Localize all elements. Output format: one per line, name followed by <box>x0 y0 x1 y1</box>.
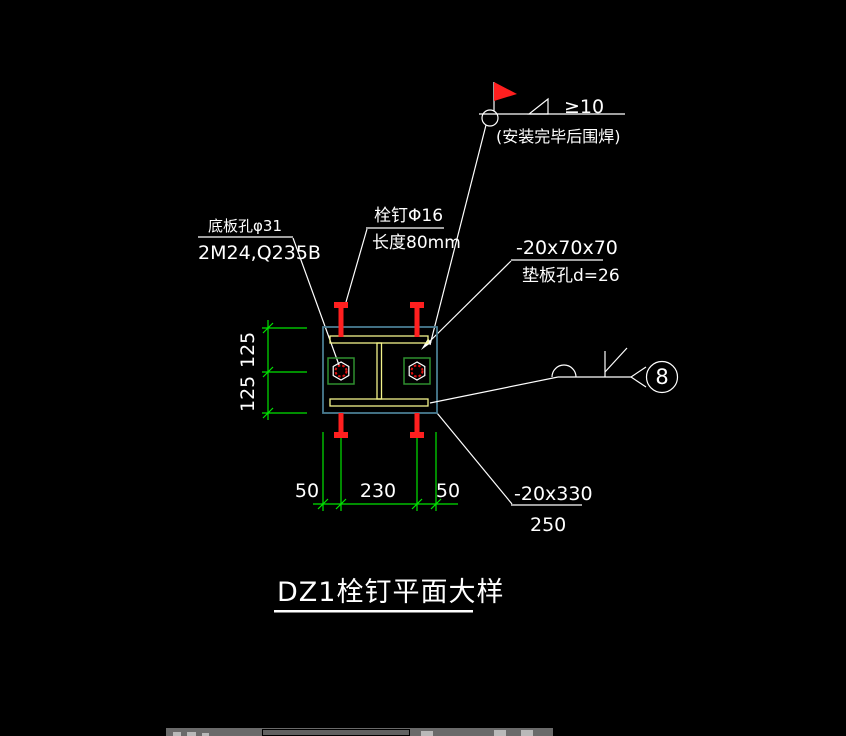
dim-value-125-top: 125 <box>237 332 259 368</box>
callout-leader-line <box>436 412 513 505</box>
dim-tick-icon <box>262 322 274 334</box>
washer-plate-right <box>403 357 431 385</box>
column-web <box>376 342 383 400</box>
dim-tick-icon <box>262 407 274 419</box>
plate-assembly <box>322 302 438 438</box>
taskbar-button[interactable] <box>521 730 533 736</box>
open-arrowhead-icon <box>629 366 647 388</box>
callout-base-plate-hole: 底板孔φ31 2M24,Q235B <box>198 217 340 366</box>
taskbar-button[interactable] <box>187 732 196 736</box>
anchor-nut-left-icon <box>332 361 350 381</box>
taskbar-button[interactable] <box>421 731 433 736</box>
end-plate-size-label: -20x330 <box>514 483 593 505</box>
stud-length-label: 长度80mm <box>372 233 461 253</box>
base-plate-hole-label: 底板孔φ31 <box>208 217 282 235</box>
callout-leader-line <box>424 260 512 347</box>
stud-label: 栓钉Φ16 <box>374 206 443 226</box>
dim-value-50-left: 50 <box>295 480 319 502</box>
drawing-title: DZ1栓钉平面大样 <box>277 577 504 608</box>
callout-leader-line <box>345 228 368 303</box>
flag-base-circle <box>481 109 499 127</box>
drawing-title-group: DZ1栓钉平面大样 <box>274 577 504 613</box>
dim-tick-icon <box>430 498 442 510</box>
dim-tick-icon <box>335 498 347 510</box>
shear-studs <box>334 302 424 438</box>
title-underline <box>274 610 473 613</box>
taskbar-window-preview[interactable] <box>262 729 410 736</box>
dim-tick-icon <box>262 366 274 378</box>
taskbar-button[interactable] <box>202 733 209 736</box>
base-plate-bolt-label: 2M24,Q235B <box>198 242 321 264</box>
column-flange-bottom <box>329 398 429 407</box>
taskbar-button[interactable] <box>494 730 506 736</box>
anchor-nut-right-icon <box>408 361 426 381</box>
flag-leader-line <box>429 124 487 346</box>
callout-stud: 栓钉Φ16 长度80mm <box>345 206 461 303</box>
dim-value-125-bottom: 125 <box>237 376 259 412</box>
anchor-bolt-left <box>334 364 348 378</box>
backing-plate-size-label: -20x70x70 <box>516 237 618 259</box>
detail-number: 8 <box>655 365 668 389</box>
base-plate-outline <box>322 326 438 414</box>
detail-bubble-circle <box>645 360 679 394</box>
field-weld-flag-group: ≥10 (安装完毕后围焊) <box>429 82 625 346</box>
backing-plate-hole-label: 垫板孔d=26 <box>522 266 620 286</box>
column-flange-top <box>329 335 429 344</box>
bubble-leader-line <box>429 376 559 404</box>
callout-end-plate: -20x330 250 <box>436 412 593 536</box>
red-flag-icon <box>494 82 517 101</box>
leader-arrowhead-icon <box>421 338 432 350</box>
weld-symbol-flag-line <box>604 347 628 373</box>
dim-tick-icon <box>317 498 329 510</box>
fillet-weld-symbol-icon <box>527 97 549 115</box>
dim-tick-icon <box>411 498 423 510</box>
dim-value-50-right: 50 <box>436 480 460 502</box>
weld-contour-arc-icon <box>551 364 577 378</box>
dim-value-230: 230 <box>360 480 396 502</box>
taskbar-button[interactable] <box>173 732 181 736</box>
callout-backing-plate: -20x70x70 垫板孔d=26 <box>421 237 620 350</box>
callout-leader-line <box>292 237 340 366</box>
dimension-horizontal: 50 230 50 <box>295 432 460 511</box>
washer-plate-left <box>327 357 355 385</box>
weld-note-label: (安装完毕后围焊) <box>496 127 621 146</box>
end-plate-width-label: 250 <box>530 514 566 536</box>
detail-bubble-group: 8 <box>429 347 679 404</box>
weld-size-label: ≥10 <box>564 96 604 118</box>
anchor-bolt-right <box>410 364 424 378</box>
dimension-vertical: 125 125 <box>237 320 307 420</box>
